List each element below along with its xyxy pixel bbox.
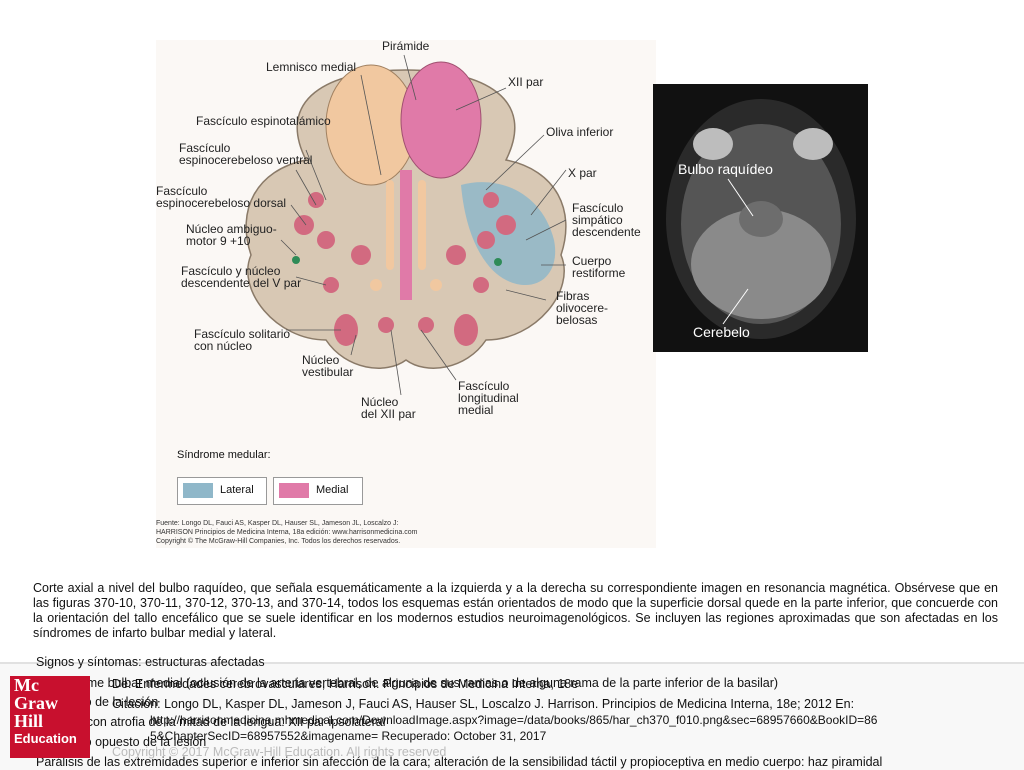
label-x-par: X par [568, 166, 597, 180]
citation-url-2: 5&ChapterSecID=68957552&imagename= Recup… [150, 729, 547, 743]
legend-lateral-label: Lateral [220, 484, 254, 496]
footer-band [0, 662, 1024, 770]
logo-graw: Graw [14, 693, 58, 713]
label-nucleo-ambiguo: Núcleo ambiguo- motor 9 +10 [186, 222, 277, 248]
mcgraw-hill-logo: Mc Graw Hill Education [10, 676, 90, 758]
logo-mc: Mc [14, 675, 39, 695]
label-oliva-inferior: Oliva inferior [546, 125, 614, 139]
citation-from: De: Enfermedades cerebrovasculares, Harr… [112, 677, 579, 691]
label-xii-par: XII par [508, 75, 544, 89]
mri-label-cerebelo: Cerebelo [693, 324, 750, 340]
citation-line: Citación: Longo DL, Kasper DL, Jameson J… [112, 697, 855, 711]
figure-source-line-3: Copyright © The McGraw-Hill Companies, I… [156, 538, 401, 545]
label-fasciculo-solitario: Fascículo solitario con núcleo [194, 327, 291, 353]
legend-title: Síndrome medular: [177, 449, 271, 461]
medial-lemniscus-strip [400, 170, 412, 300]
label-nucleo-xii-par: Núcleo del XII par [361, 395, 416, 421]
mri-label-bulbo: Bulbo raquídeo [678, 161, 773, 177]
figure-source: Fuente: Longo DL, Fauci AS, Kasper DL, H… [156, 519, 596, 546]
medulla-schematic-figure: Pirámide Lemnisco medial XII par Oliva i… [156, 40, 656, 548]
pyramid-right [400, 61, 482, 179]
overlay-line-4: Parálisis con atrofia de la mitad de la … [36, 715, 386, 729]
legend-medial: Medial [273, 477, 363, 505]
figure-source-line-2: HARRISON Principios de Medicina Interna,… [156, 529, 418, 536]
syndrome-legend: Síndrome medular: Lateral Medial [171, 445, 376, 515]
mri-image: Bulbo raquídeo Cerebelo [653, 84, 868, 352]
label-fasciculo-v-par: Fascículo y núcleo descendente del V par [181, 264, 302, 290]
label-fibras-olivocerebelosas: Fibras olivocere- belosas [556, 289, 609, 327]
label-fasciculo-longitudinal: Fascículo longitudinal medial [458, 379, 519, 417]
label-nucleo-vestibular: Núcleo vestibular [302, 353, 354, 379]
overlay-line-2: 1. Síndrome bulbar medial (oclusión de l… [36, 676, 779, 690]
medulla-cross-section-drawing [245, 54, 567, 396]
overlay-line-1: Signos y síntomas: estructuras afectadas [36, 655, 265, 669]
legend-medial-swatch [279, 483, 309, 498]
label-espinocerebeloso-dorsal: Fascículo espinocerebeloso dorsal [156, 184, 287, 210]
legend-medial-label: Medial [316, 484, 349, 496]
copyright-notice: Copyright © 2017 McGraw-Hill Education. … [112, 745, 447, 759]
citation-url-1[interactable]: http://harrisonmedicina.mhmedical.com/Do… [150, 713, 878, 727]
label-espinocerebeloso-ventral: Fascículo espinocerebeloso ventral [179, 141, 313, 167]
label-lemnisco-medial: Lemnisco medial [266, 60, 357, 74]
legend-lateral-swatch [183, 483, 213, 498]
label-espinotalamico: Fascículo espinotalámico [196, 114, 331, 128]
figure-caption: Corte axial a nivel del bulbo raquídeo, … [33, 581, 998, 640]
label-simpatico-descendente: Fascículo simpático descendente [572, 201, 641, 239]
mri-drawing [666, 99, 856, 339]
figure-source-line-1: Fuente: Longo DL, Fauci AS, Kasper DL, H… [156, 520, 399, 527]
label-cuerpo-restiforme: Cuerpo restiforme [572, 254, 626, 280]
logo-hill: Hill [14, 711, 44, 731]
logo-education: Education [14, 731, 77, 746]
label-piramide: Pirámide [382, 39, 430, 53]
overlay-line-6: Parálisis de las extremidades superior e… [36, 755, 883, 769]
legend-lateral: Lateral [177, 477, 267, 505]
